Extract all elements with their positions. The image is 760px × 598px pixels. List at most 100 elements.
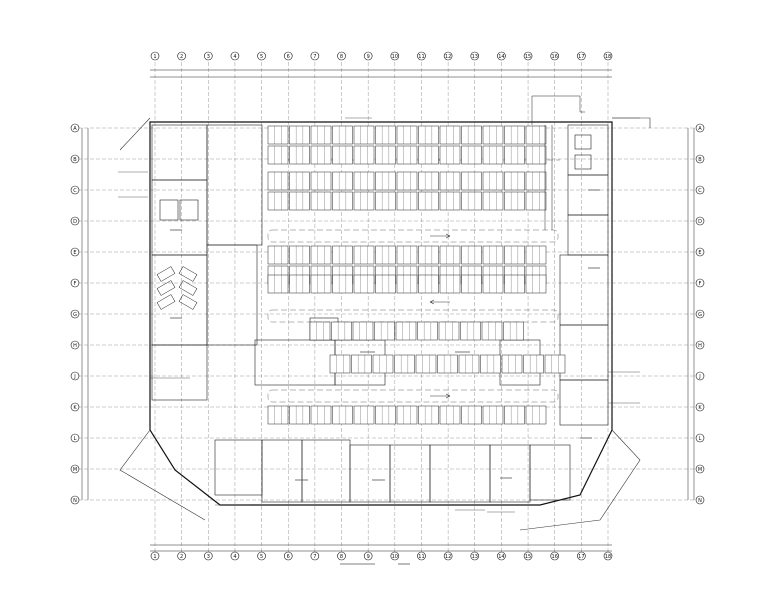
grid-label-col: 15 <box>525 54 531 60</box>
parking-stall <box>418 145 439 165</box>
grid-label-row: E <box>73 250 76 256</box>
parking-stall <box>503 321 524 341</box>
parking-stall <box>375 245 396 265</box>
grid-bubble-col-18-top: 18 <box>603 51 613 61</box>
parking-stall <box>437 354 458 374</box>
grid-bubble-col-13-bottom: 13 <box>470 551 480 561</box>
parking-stall <box>525 405 547 425</box>
parking-stall <box>396 245 418 265</box>
parking-stall <box>418 171 439 191</box>
grid-bubble-col-15-bottom: 15 <box>523 551 533 561</box>
parking-stall <box>544 354 566 374</box>
grid-bubble-row-B-left: B <box>70 154 80 164</box>
parking-stall <box>417 321 438 341</box>
grid-label-col: 16 <box>552 554 558 560</box>
grid-label-row: K <box>73 405 77 411</box>
grid-label-col: 13 <box>472 554 478 560</box>
parking-stall <box>460 321 481 341</box>
parking-stall <box>396 405 418 425</box>
parking-stall <box>353 125 375 145</box>
parking-stall <box>375 125 396 145</box>
parking-stall <box>372 354 394 374</box>
grid-label-col: 11 <box>418 54 424 60</box>
grid-label-col: 2 <box>180 54 183 60</box>
parking-stall <box>375 274 396 294</box>
parking-stall <box>523 354 544 374</box>
parking-stall <box>353 405 375 425</box>
grid-bubble-row-J-left: J <box>70 371 80 381</box>
illegible-room-labels <box>170 189 600 565</box>
parking-stall <box>267 405 289 425</box>
parking-stall <box>482 245 504 265</box>
grid-label-row: C <box>73 188 77 194</box>
parking-stall <box>332 145 353 165</box>
parking-stall <box>461 171 482 191</box>
parking-stall <box>396 125 418 145</box>
grid-bubble-row-A-right: A <box>695 123 705 133</box>
grid-bubble-col-3-bottom: 3 <box>203 551 213 561</box>
parking-stall <box>504 145 525 165</box>
parking-stall <box>461 125 482 145</box>
grid-bubble-row-K-right: K <box>695 402 705 412</box>
parking-stall <box>375 145 396 165</box>
grid-bubble-col-6-bottom: 6 <box>283 551 293 561</box>
grid-bubble-col-4-top: 4 <box>230 51 240 61</box>
parking-stall <box>395 321 417 341</box>
grid-label-row: F <box>74 281 77 287</box>
grid-bubble-row-L-right: L <box>695 433 705 443</box>
parking-stall <box>375 405 396 425</box>
grid-bubble-col-15-top: 15 <box>523 51 533 61</box>
parking-stall <box>439 145 461 165</box>
parking-stall <box>504 245 525 265</box>
grid-label-col: 1 <box>153 554 156 560</box>
parking-stall <box>310 405 332 425</box>
parking-stall <box>418 405 439 425</box>
parking-stall <box>353 171 375 191</box>
grid-bubble-col-16-bottom: 16 <box>550 551 560 561</box>
parking-stall <box>310 245 332 265</box>
grid-bubble-col-10-top: 10 <box>390 51 400 61</box>
parking-stall <box>504 405 525 425</box>
parking-stall <box>310 125 332 145</box>
grid-bubble-row-G-left: G <box>70 309 80 319</box>
grid-label-col: 10 <box>392 554 398 560</box>
grid-bubble-col-17-top: 17 <box>577 51 586 61</box>
grid-label-col: 13 <box>472 54 478 60</box>
grid-label-row: L <box>699 436 702 442</box>
grid-bubble-row-E-right: E <box>695 247 705 257</box>
grid-label-col: 4 <box>233 54 236 60</box>
parking-stall <box>310 191 332 211</box>
grid-label-col: 12 <box>445 54 451 60</box>
grid-label-row: A <box>698 126 702 132</box>
parking-stall <box>439 191 461 211</box>
grid-label-row: J <box>698 374 700 380</box>
parking-stall <box>352 321 374 341</box>
parking-stall <box>439 245 461 265</box>
parking-stall <box>439 125 461 145</box>
parking-stall <box>525 125 547 145</box>
parking-stall <box>374 321 395 341</box>
bottom-service-rooms <box>214 439 571 503</box>
grid-label-col: 16 <box>552 54 558 60</box>
parking-stall <box>396 145 418 165</box>
grid-label-row: E <box>698 250 701 256</box>
annotation-leaders <box>118 117 640 513</box>
entry-ramp <box>531 95 585 230</box>
grid-bubble-col-12-bottom: 12 <box>443 551 453 561</box>
parking-stall <box>418 245 439 265</box>
parking-stall <box>396 171 418 191</box>
parking-stall <box>267 274 289 294</box>
grid-label-col: 17 <box>578 554 584 560</box>
grid-bubble-row-K-left: K <box>70 402 80 412</box>
parking-stall <box>525 145 547 165</box>
parking-stall <box>353 274 375 294</box>
parking-stall <box>310 171 332 191</box>
grid-bubble-row-D-right: D <box>695 216 705 226</box>
grid-bubble-col-2-top: 2 <box>177 51 186 61</box>
grid-label-col: 1 <box>153 54 156 60</box>
grid-bubble-col-11-bottom: 11 <box>417 551 426 561</box>
parking-stall <box>353 191 375 211</box>
grid-label-col: 10 <box>392 54 398 60</box>
parking-stall <box>353 145 375 165</box>
grid-bubble-row-E-left: E <box>70 247 80 257</box>
